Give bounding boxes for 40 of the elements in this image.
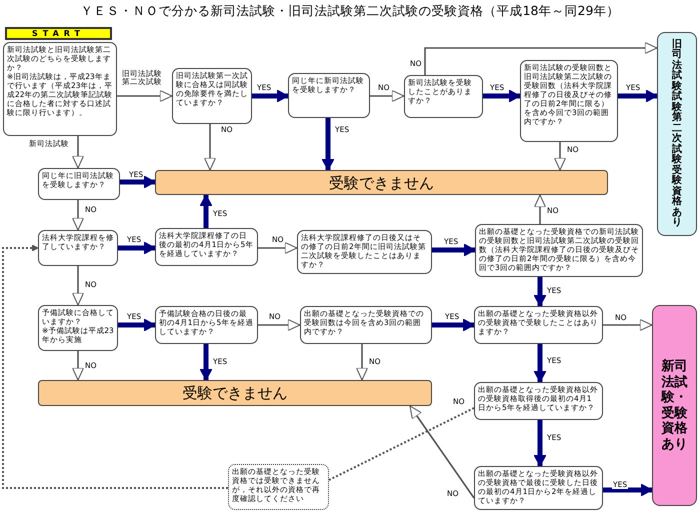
arrow [72,200,84,230]
arrow [409,406,475,498]
arrow [370,90,404,102]
arrow [72,351,84,380]
arrow [534,420,546,466]
arrow [118,318,156,332]
arrow [322,118,334,170]
arrow [432,244,476,256]
dotted-connector [2,244,228,489]
arrow [258,319,300,331]
arrow [603,484,652,496]
result-banner: 受験できません [38,380,432,406]
arrow [603,319,652,331]
arrow [120,176,156,188]
arrow [424,42,658,75]
arrow [432,318,474,332]
arrow [117,90,172,102]
result-panel: 新司法試験・受験資格あり [652,305,697,506]
arrow [534,194,546,224]
question-box [3,42,117,136]
arrow [72,136,84,168]
arrow [534,344,546,382]
arrow [200,344,212,380]
dotted-connector [328,407,474,481]
arrow [483,90,520,102]
result-banner: 受験できません [155,170,608,195]
arrow [118,242,156,254]
arrow [252,90,288,102]
arrow [200,194,212,228]
start-banner: START [5,27,112,40]
arrow [258,242,298,254]
arrow [356,344,368,380]
result-panel: 旧司法試験試験第二次試験受験資格あり [657,32,697,236]
question-box [38,305,118,351]
arrow [534,277,546,306]
arrow [554,142,566,170]
arrow [72,266,84,306]
title: ＹＥＳ・ＮＯで分かる新司法試験・旧司法試験第二次試験の受験資格（平成18年～同29年） [80,3,620,20]
arrow [618,90,658,102]
arrow [204,124,216,170]
